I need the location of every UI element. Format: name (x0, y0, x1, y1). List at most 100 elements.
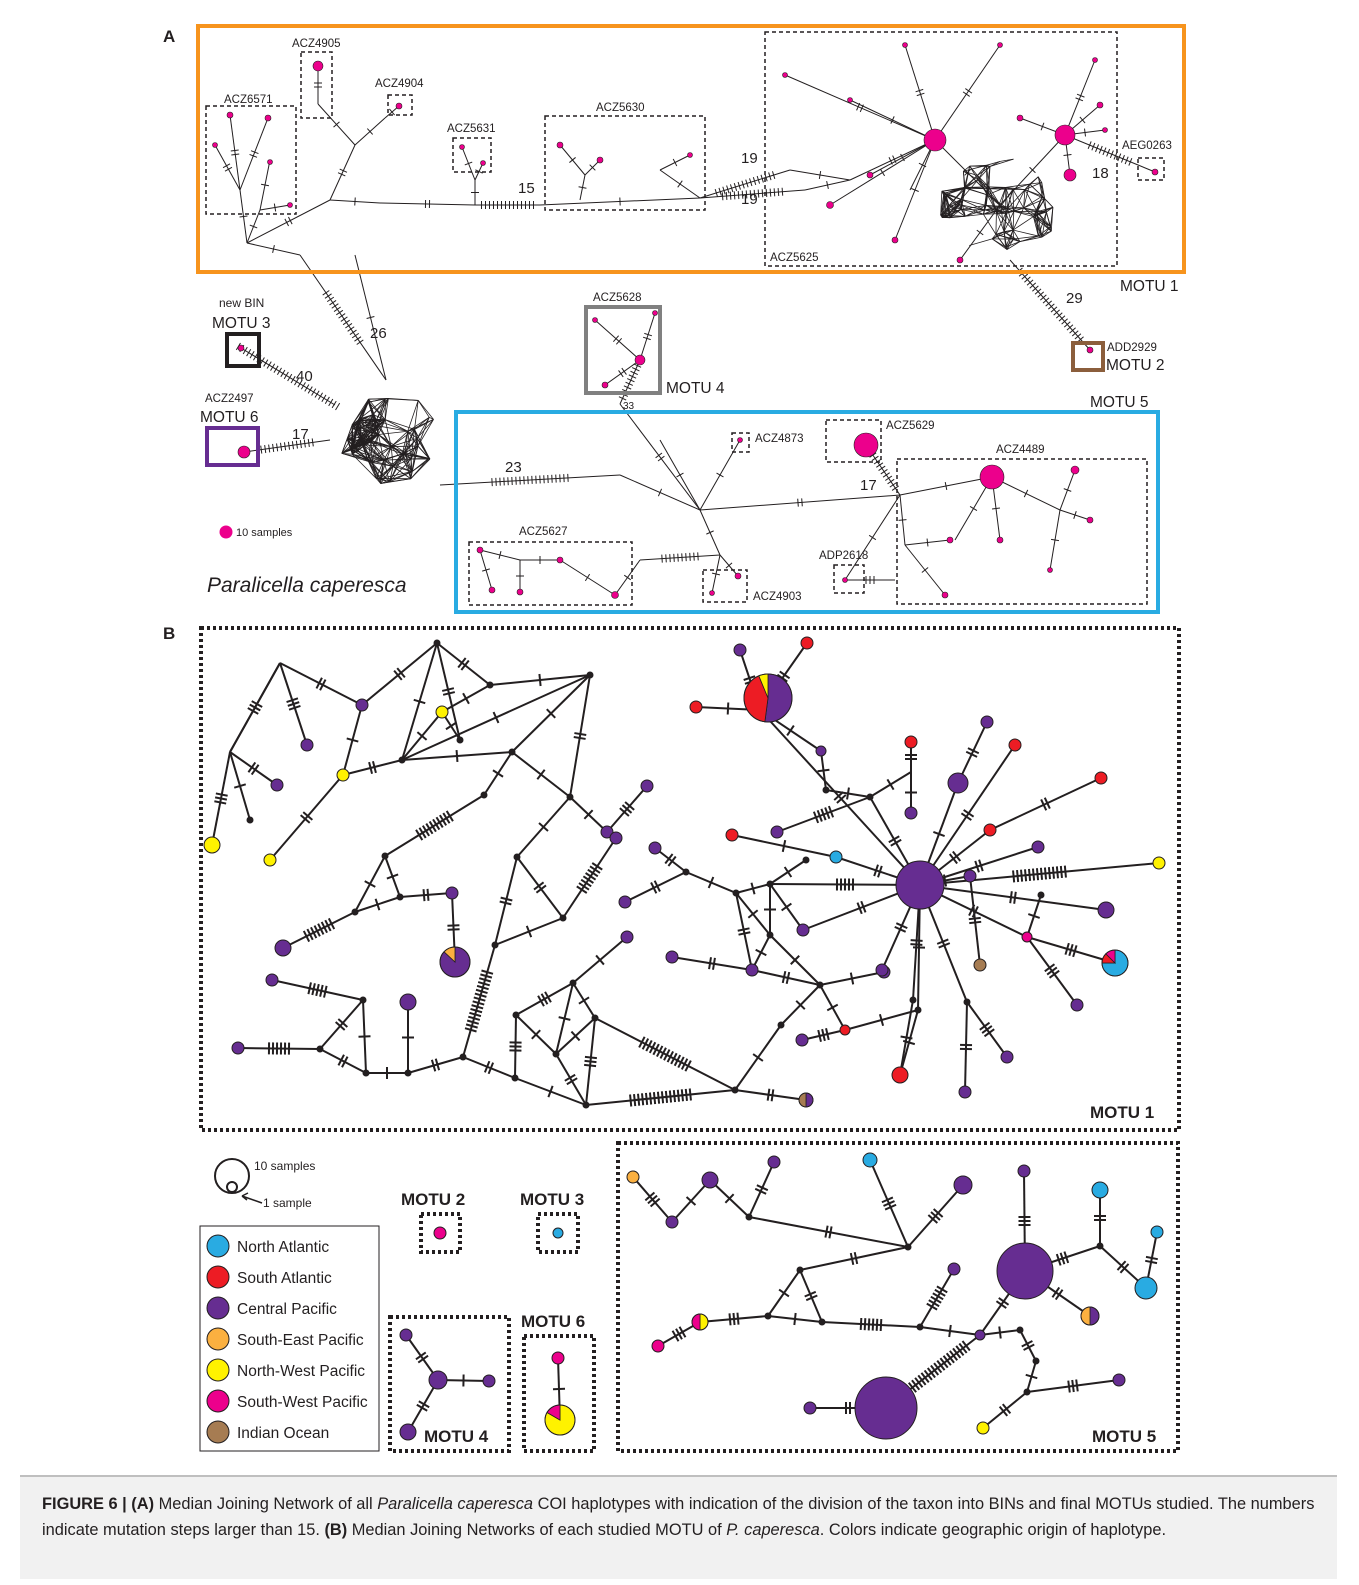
mutation-tick (790, 955, 800, 965)
mutation-tick (374, 898, 381, 911)
mutation-tick (652, 1043, 660, 1056)
network-edge (357, 428, 379, 435)
network-edge (414, 400, 419, 430)
scale-dot-a (219, 525, 233, 539)
mutation-tick (926, 1302, 938, 1311)
mutation-tick (1021, 273, 1029, 280)
haplotype-node (312, 60, 324, 72)
mutation-tick (766, 1088, 771, 1101)
network-edge (964, 186, 988, 196)
haplotype-node (1097, 901, 1115, 919)
mutation-tick (1098, 145, 1103, 154)
mutation-tick (291, 441, 294, 450)
mutation-tick (962, 91, 970, 97)
haplotype-node (963, 869, 977, 883)
mutation-tick (631, 367, 640, 372)
network-edge (341, 428, 358, 454)
haplotype-node (974, 1329, 986, 1341)
mutation-tick (824, 807, 831, 820)
network-edge (1023, 189, 1026, 208)
network-edge (1050, 207, 1054, 227)
mutation-tick (1039, 867, 1044, 880)
network-edge (368, 398, 386, 403)
network-edge (751, 969, 821, 986)
mutation-tick (475, 988, 488, 994)
network-edge (1041, 230, 1052, 238)
mutation-tick (760, 174, 764, 183)
mutation-tick (1048, 303, 1055, 310)
haplotype-node (904, 806, 918, 820)
mutation-tick (778, 1288, 790, 1298)
network-edge (407, 400, 419, 432)
haplotype-node (287, 202, 293, 208)
mutation-tick (317, 392, 323, 400)
haplotype-node (1000, 1050, 1014, 1064)
network-edge (383, 459, 394, 467)
network-edge (963, 170, 979, 181)
mutation-tick (786, 724, 795, 737)
mutation-tick (781, 839, 787, 853)
network-edge (352, 446, 373, 463)
mutation-tick (480, 973, 493, 979)
mutation-tick (464, 161, 473, 166)
network-edge (416, 417, 430, 439)
mutation-tick (880, 468, 888, 475)
network-edge (416, 419, 434, 439)
mutation-tick (492, 711, 500, 724)
mutation-tick (331, 400, 337, 409)
mutation-tick (867, 1318, 871, 1331)
mutation-tick (890, 838, 902, 847)
mutation-tick (707, 876, 715, 889)
mutation-tick (1063, 154, 1072, 156)
mutation-tick (656, 1091, 661, 1104)
mutation-tick (535, 884, 547, 894)
bin-box-acz5627 (468, 541, 633, 606)
caption-text-3: Median Joining Networks of each studied … (347, 1521, 727, 1539)
mutation-tick (825, 1028, 830, 1041)
mutation-tick (558, 1016, 571, 1021)
bin-label-add2929: ADD2929 (1107, 342, 1157, 354)
network-edge (1036, 195, 1043, 212)
mutation-tick (1102, 147, 1107, 156)
mutation-tick (472, 1000, 485, 1006)
haplotype-node (767, 1155, 781, 1169)
mutation-tick (445, 810, 454, 822)
mutation-tick (743, 675, 756, 681)
network-edge (1005, 187, 1015, 212)
network-edge (996, 206, 1002, 212)
mutation-tick (934, 1288, 946, 1297)
network-edge (379, 202, 476, 206)
mutation-tick (718, 187, 722, 196)
legend-label: North-West Pacific (237, 1363, 365, 1380)
haplotype-node (1008, 738, 1022, 752)
network-edge (368, 401, 379, 435)
mutation-tick (1128, 157, 1133, 166)
mutation-tick (827, 805, 835, 818)
haplotype-node (274, 939, 292, 957)
network-edge (962, 171, 965, 188)
mutation-tick (974, 860, 980, 873)
haplotype-node (829, 850, 843, 864)
haplotype-node (512, 1011, 520, 1019)
haplotype-node (1017, 1164, 1031, 1178)
bin-box-acz4489 (896, 458, 1148, 605)
mutation-tick (1024, 869, 1028, 882)
mutation-tick (231, 153, 240, 156)
motu1-label-b: MOTU 1 (1090, 1103, 1154, 1122)
mutation-tick (747, 909, 759, 919)
mutation-tick (1032, 285, 1039, 292)
mutation-tick (1029, 282, 1037, 289)
network-edge (996, 211, 1005, 232)
haplotype-node (552, 1227, 564, 1239)
network-edge (407, 431, 412, 459)
mutation-tick (1063, 1251, 1070, 1264)
bin-label-acz4905: ACZ4905 (292, 38, 341, 50)
haplotype-node (435, 705, 449, 719)
mutation-tick (952, 850, 962, 862)
mutation-tick (1067, 1380, 1071, 1393)
network-edge (385, 398, 419, 401)
haplotype-node (591, 1014, 599, 1022)
mutation-tick (890, 116, 895, 124)
network-edge (989, 777, 1102, 831)
haplotype-node (1102, 127, 1108, 133)
